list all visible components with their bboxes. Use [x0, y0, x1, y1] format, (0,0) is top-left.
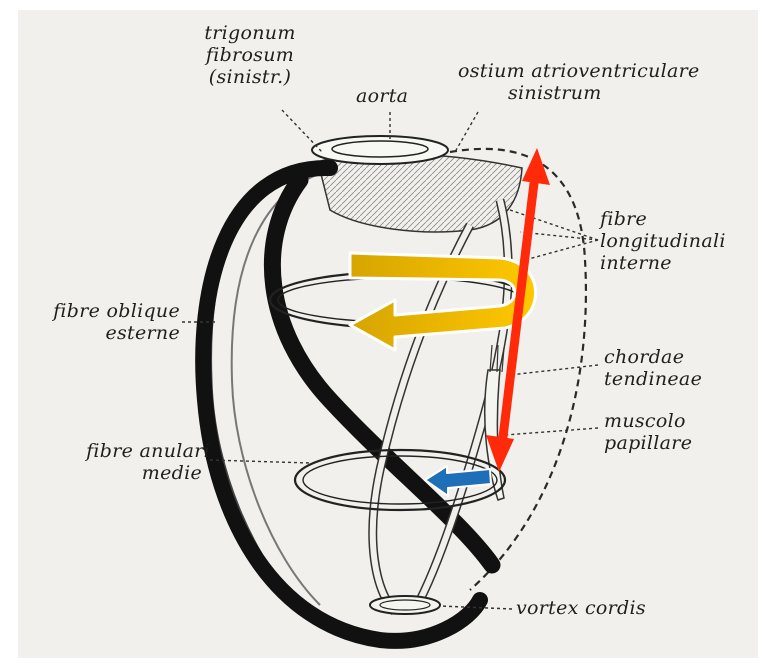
label-ostium-line2: sinistrum: [458, 82, 700, 104]
label-fibre-anulari: fibre anulari medie: [60, 440, 210, 484]
label-trigonum: trigonum fibrosum (sinistr.): [190, 22, 310, 88]
label-aorta: aorta: [356, 85, 408, 107]
label-fibre-long-line1: fibre: [600, 208, 726, 230]
label-muscolo-line1: muscolo: [604, 410, 692, 432]
label-trigonum-line1: trigonum: [190, 22, 310, 44]
label-fibre-obl-line2: esterne: [40, 322, 180, 344]
label-fibre-longitudinali: fibre longitudinali interne: [600, 208, 726, 274]
internal-fiber-2-fill: [373, 225, 470, 612]
label-trigonum-line2: fibrosum: [190, 44, 310, 66]
ostium-valve-plate: [318, 154, 522, 232]
label-fibre-anul-line2: medie: [60, 462, 210, 484]
label-trigonum-line3: (sinistr.): [190, 66, 310, 88]
label-fibre-long-line3: interne: [600, 252, 726, 274]
label-ostium-line1: ostium atrioventriculare: [458, 60, 700, 82]
label-fibre-anul-line1: fibre anulari: [60, 440, 210, 462]
label-vortex: vortex cordis: [516, 597, 646, 619]
label-muscolo: muscolo papillare: [604, 410, 692, 454]
label-chordae-line1: chordae: [604, 346, 702, 368]
label-chordae: chordae tendineae: [604, 346, 702, 390]
label-fibre-oblique: fibre oblique esterne: [40, 300, 180, 344]
label-chordae-line2: tendineae: [604, 368, 702, 390]
label-fibre-long-line2: longitudinali: [600, 230, 726, 252]
internal-fiber-2: [373, 225, 470, 612]
label-fibre-obl-line1: fibre oblique: [40, 300, 180, 322]
label-muscolo-line2: papillare: [604, 432, 692, 454]
label-ostium: ostium atrioventriculare sinistrum: [458, 60, 700, 104]
